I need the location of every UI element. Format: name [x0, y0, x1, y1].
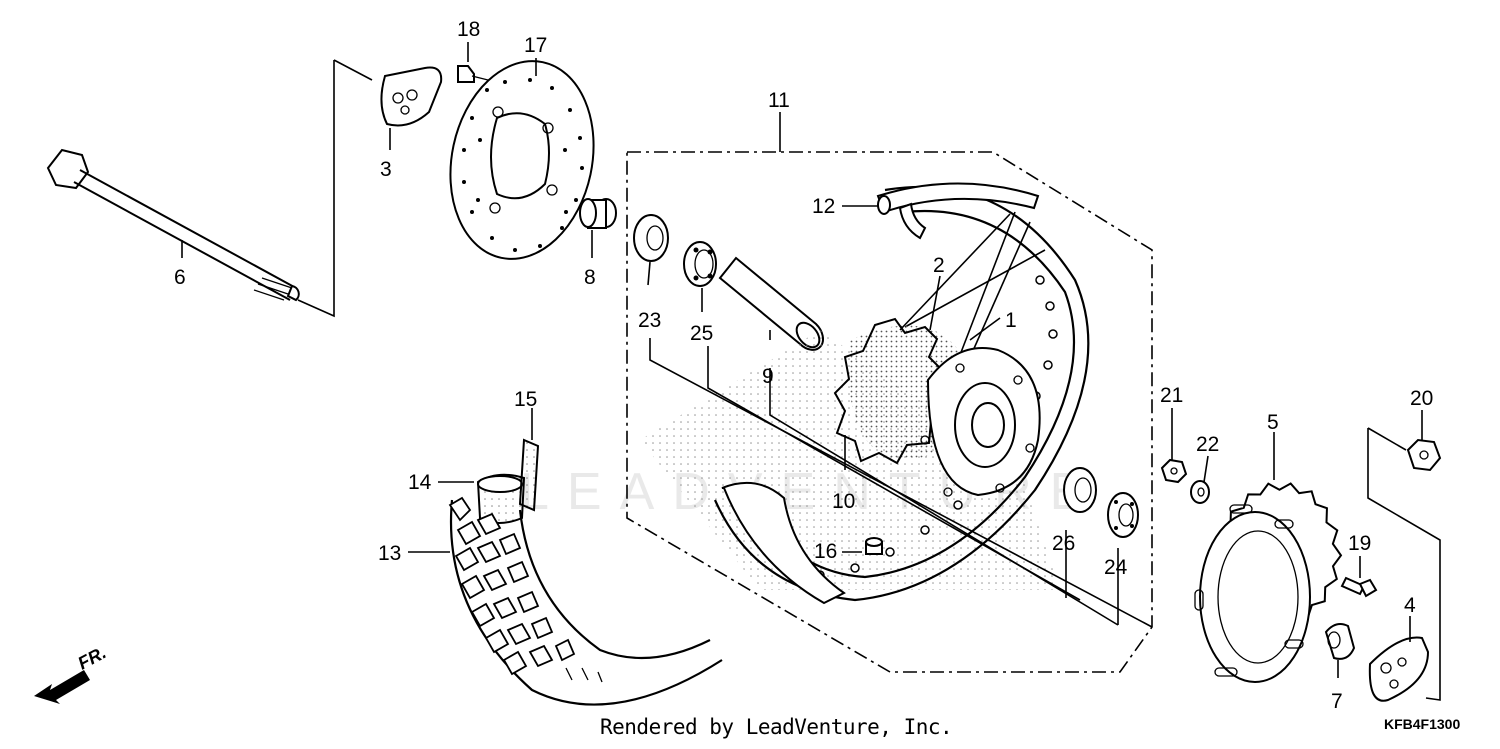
callout-23: 23 [638, 309, 661, 332]
axle-bolt-part[interactable] [46, 148, 300, 302]
callout-9: 9 [762, 365, 774, 388]
front-direction-indicator: FR. [34, 642, 109, 704]
brake-disc-part[interactable] [433, 48, 612, 273]
sprocket-bolt-part[interactable] [1340, 576, 1378, 598]
callout-13: 13 [378, 542, 401, 565]
dust-seal-right-part[interactable] [1107, 492, 1139, 538]
axle-nut-bracket-line [1367, 428, 1441, 701]
collar-left-part[interactable] [579, 198, 617, 229]
rim-band-part[interactable] [876, 182, 1040, 240]
callout-1: 1 [1005, 309, 1017, 332]
callout-24: 24 [1104, 556, 1128, 579]
callout-17: 17 [524, 34, 547, 57]
callout-15: 15 [514, 388, 537, 411]
callout-14: 14 [408, 471, 432, 494]
spokes-part[interactable] [899, 211, 1046, 363]
collar-right-part[interactable] [1324, 623, 1356, 660]
footer-credit: Rendered by LeadVenture, Inc. [600, 715, 953, 739]
driven-sprocket-part[interactable] [1194, 473, 1352, 683]
callout-4: 4 [1404, 594, 1416, 617]
callout-3: 3 [380, 158, 392, 181]
callout-26: 26 [1052, 532, 1075, 555]
callout-18: 18 [457, 18, 480, 41]
callout-21: 21 [1160, 384, 1183, 407]
sprocket-nut-part[interactable] [1160, 458, 1188, 484]
rim-lower-part [721, 481, 846, 605]
valve-cap-part[interactable] [865, 537, 883, 555]
front-label: FR. [74, 642, 109, 673]
callout-6: 6 [174, 266, 186, 289]
wheel-assembly-outline [626, 151, 1153, 673]
callout-25: 25 [690, 322, 713, 345]
axle-nut-part[interactable] [1406, 438, 1442, 472]
axle-nut-bracket-top [1367, 427, 1407, 451]
disc-bolt-part[interactable] [457, 65, 489, 83]
callout-16: 16 [814, 540, 837, 563]
callout-5: 5 [1267, 411, 1279, 434]
washer-part[interactable] [1190, 480, 1210, 504]
hub-part[interactable] [833, 317, 1041, 497]
diagram-code: KFB4F1300 [1384, 716, 1461, 732]
callout-12: 12 [812, 195, 835, 218]
callout-labels: 1 2 3 4 5 6 7 8 9 10 11 12 13 14 15 16 1… [174, 18, 1433, 713]
axle-bracket-top [333, 59, 373, 81]
callout-2: 2 [933, 254, 945, 277]
callout-22: 22 [1196, 433, 1219, 456]
chain-adjuster-right-part[interactable] [1368, 636, 1430, 702]
bearing-right-part[interactable] [1063, 467, 1097, 513]
front-arrow-icon [34, 670, 90, 704]
leader-lines [181, 42, 1423, 678]
chain-adjuster-left-part[interactable] [380, 66, 443, 127]
callout-8: 8 [584, 266, 596, 289]
dust-seal-left-part[interactable] [633, 214, 669, 262]
callout-10: 10 [832, 490, 855, 513]
callout-11: 11 [768, 89, 790, 112]
callout-19: 19 [1348, 532, 1371, 555]
tire-part[interactable] [448, 496, 723, 706]
bearing-left-part[interactable] [683, 241, 717, 287]
tube-strip-part[interactable] [518, 438, 540, 512]
axle-bracket-line [297, 60, 335, 318]
callout-20: 20 [1410, 387, 1433, 410]
tube-part[interactable] [476, 473, 526, 524]
callout-7: 7 [1331, 690, 1343, 713]
